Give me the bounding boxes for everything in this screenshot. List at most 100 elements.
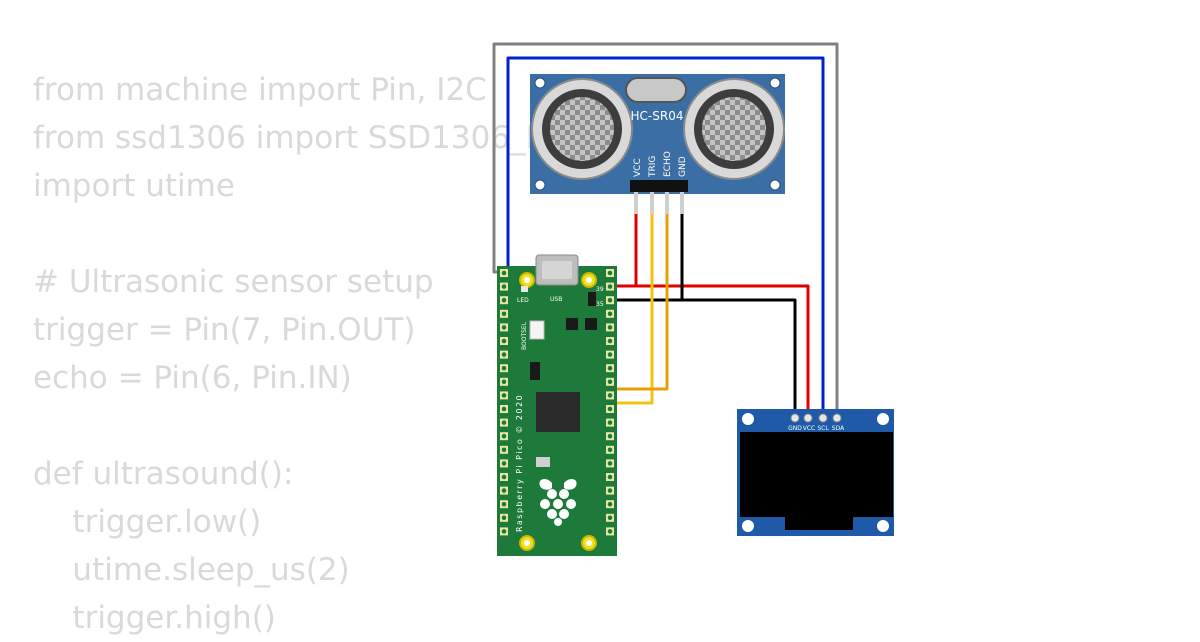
pico-led-label: LED [517, 297, 529, 304]
pico-pin-hole [607, 365, 613, 371]
mount-hole [534, 179, 546, 191]
pico-mount-hole-center [586, 540, 592, 546]
pico-pin-hole [607, 474, 613, 480]
pico-pin-hole [501, 420, 507, 425]
pico-pin-hole [607, 270, 613, 276]
pico-pin-hole [501, 270, 507, 276]
pico-chip [530, 362, 540, 380]
crystal-oscillator [625, 77, 687, 103]
pico-pin-hole [501, 365, 507, 371]
oled-screen [740, 432, 893, 517]
pico-pin-hole [607, 311, 613, 317]
rp2040-chip [536, 392, 580, 432]
pico-mount-hole-center [524, 540, 530, 546]
pico-mount-hole-center [586, 277, 592, 283]
pico-pin-hole [607, 488, 613, 493]
pico-pins-left [500, 269, 508, 536]
usb-connector [535, 254, 579, 286]
pico-pin-hole [501, 297, 507, 303]
bootsel-label: BOOTSEL [521, 321, 528, 350]
code-line: utime.sleep_us(2) [33, 552, 350, 588]
pico-pin-hole [501, 488, 507, 493]
pico-pin-hole [607, 461, 613, 466]
pico-pin-hole [501, 529, 507, 534]
oled-mount-hole [742, 520, 754, 532]
oled-pins [790, 413, 842, 423]
oled-pin-label-gnd: GND [788, 425, 802, 432]
pico-pin-hole [501, 474, 507, 480]
pico-pin-hole [501, 461, 507, 466]
pico-chip [585, 318, 597, 330]
raspberry-pi-pico[interactable]: LED USB 39 35 BOOTSEL Raspberry Pi Pico … [497, 254, 617, 556]
pico-chip [536, 457, 550, 467]
oled-pin-label-sda: SDA [832, 425, 845, 432]
pico-chip [566, 318, 578, 330]
pico-pin-hole [501, 284, 507, 289]
pico-pin-hole [501, 325, 507, 330]
oled-mount-hole [742, 413, 754, 425]
code-line: trigger = Pin(7, Pin.OUT) [33, 312, 416, 348]
pico-pin-hole [607, 338, 613, 344]
wire-scl [506, 56, 825, 414]
pico-pin-hole [607, 515, 613, 521]
pico-pin-hole [501, 433, 507, 439]
pico-pin-hole [607, 433, 613, 439]
mount-hole [534, 77, 546, 89]
pico-pin-hole [607, 393, 613, 398]
code-line: import utime [33, 168, 235, 204]
bootsel-button[interactable] [529, 320, 545, 340]
code-line: def ultrasound(): [33, 456, 294, 492]
pico-pin-hole [607, 352, 613, 357]
transducer-left [531, 78, 633, 180]
pico-chip [588, 292, 596, 306]
pico-pin-hole [501, 311, 507, 317]
sensor-pin-label-echo: ECHO [663, 151, 673, 177]
oled-mount-hole [877, 413, 889, 425]
wire-sda [492, 42, 839, 414]
code-line: trigger.low() [33, 504, 262, 540]
wire-vcc [603, 214, 810, 414]
pico-board-label: Raspberry Pi Pico © 2020 [515, 394, 524, 532]
sensor-pin-label-trig: TRIG [648, 156, 658, 178]
sensor-pin-label-gnd: GND [678, 156, 688, 177]
oled-pin-label-scl: SCL [817, 425, 829, 432]
code-line: from machine import Pin, I2C [33, 72, 487, 108]
oled-mount-hole [877, 520, 889, 532]
pico-pin-hole [501, 379, 507, 385]
mount-hole [769, 179, 781, 191]
transducer-right [683, 78, 785, 180]
pico-pin-hole [501, 338, 507, 344]
oled-pin-label-vcc: VCC [803, 425, 815, 432]
pico-pin-hole [607, 447, 613, 453]
pico-pin-hole [501, 393, 507, 398]
code-line: # Ultrasonic sensor setup [33, 264, 434, 300]
pico-pin-hole [607, 529, 613, 534]
sensor-pin-label-vcc: VCC [633, 158, 643, 177]
raspberry-logo-icon [539, 479, 577, 526]
ultrasonic-sensor[interactable]: HC-SR04 VCC TRIG ECHO GND [530, 74, 785, 214]
pico-pin-hole [501, 447, 507, 453]
pico-mount-hole-center [524, 277, 530, 283]
pico-pin-hole [607, 406, 613, 412]
pico-pin-hole [501, 515, 507, 521]
pico-pin-hole [607, 284, 613, 289]
mount-hole [769, 77, 781, 89]
pico-pin-hole [501, 352, 507, 357]
sensor-header [630, 180, 688, 214]
pico-pin-label-35: 35 [596, 301, 604, 308]
sensor-label: HC-SR04 [631, 109, 684, 123]
oled-ribbon [785, 517, 853, 530]
code-line: echo = Pin(6, Pin.IN) [33, 360, 352, 396]
pico-pin-hole [607, 420, 613, 425]
pico-pin-hole [607, 297, 613, 303]
oled-display[interactable]: GND VCC SCL SDA [737, 409, 894, 536]
pico-pin-hole [501, 406, 507, 412]
pico-usb-label: USB [550, 296, 562, 303]
pico-pin-hole [607, 325, 613, 330]
pico-pin-label-39: 39 [596, 286, 604, 293]
pico-pin-hole [607, 501, 613, 507]
pico-pin-hole [501, 501, 507, 507]
pico-pins-right [606, 269, 614, 536]
